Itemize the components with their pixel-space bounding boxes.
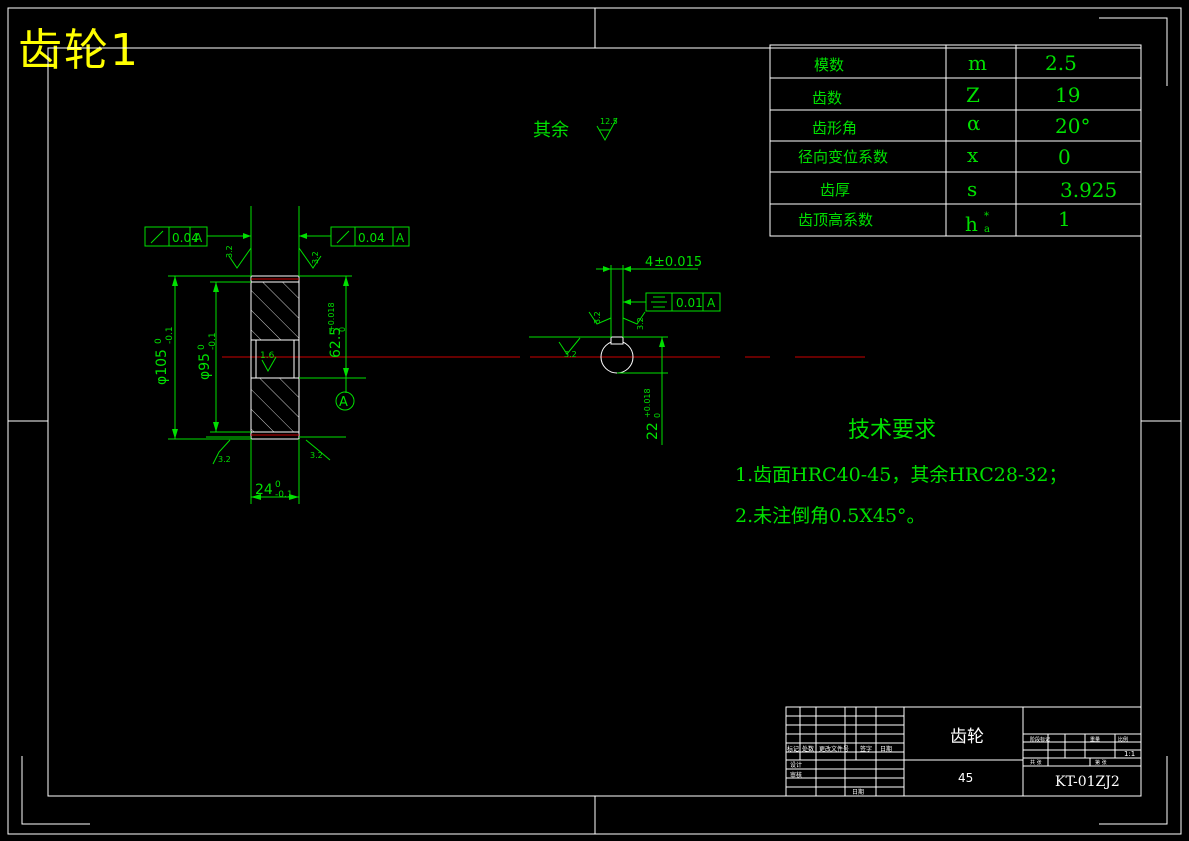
datum-circle-icon: [335, 391, 355, 411]
tech-requirements: 技术要求 1.齿面HRC40-45，其余HRC28-32； 2.未注倒角0.5X…: [735, 418, 1068, 527]
bore-dia-dim: 62.5: [328, 327, 344, 358]
col-label: 处数: [802, 745, 814, 753]
roughness-symbol-icon: [596, 117, 618, 142]
roughness-key-base: 3.2: [564, 350, 577, 359]
symmetry-value: 0.01: [676, 296, 703, 310]
param-value: 19: [1055, 83, 1080, 107]
tech-heading: 技术要求: [848, 418, 936, 443]
roughness-symbol-icon: [212, 247, 331, 465]
col-label: 标记: [787, 745, 799, 753]
param-row: 齿厚 s 3.925: [820, 177, 1117, 202]
right-label: 第 张: [1095, 759, 1107, 766]
right-label: 共 张: [1030, 759, 1042, 766]
roughness-bore: 1.6: [260, 351, 275, 361]
col-label: 日期: [880, 745, 892, 753]
param-symbol: x: [967, 143, 979, 167]
roughness-top-left: 3.2: [225, 245, 234, 258]
param-row: 齿形角 α 20°: [812, 111, 1090, 138]
outer-dia-lower: -0.1: [165, 326, 175, 344]
datum-label: A: [339, 395, 348, 410]
runout-right-value: 0.04: [358, 231, 385, 245]
key-width-dim: 4: [645, 255, 653, 270]
drawing-number: KT-01ZJ2: [1055, 774, 1120, 790]
root-dia-dim: φ95: [197, 353, 213, 380]
width-lower: -0.1: [275, 490, 293, 500]
surface-note-label: 其余: [533, 120, 569, 141]
param-value: 3.925: [1060, 178, 1117, 202]
row-label: 日期: [852, 788, 864, 796]
scale: 1:1: [1124, 750, 1135, 758]
param-value: 20°: [1055, 114, 1090, 138]
param-symbol: s: [967, 177, 977, 201]
drawing-title: 齿轮1: [18, 25, 140, 76]
param-row: 齿数 Z 19: [812, 83, 1080, 107]
param-name: 齿厚: [820, 181, 850, 199]
surface-note: 其余 12.5: [533, 117, 618, 142]
root-dia-lower: -0.1: [208, 332, 218, 350]
param-symbol: α: [967, 111, 981, 135]
roughness-key-left: 3.2: [593, 311, 602, 324]
key-depth-lower: 0: [653, 413, 662, 418]
param-row: 齿顶高系数 h * a 1: [798, 207, 1071, 236]
roughness-bottom-left: 3.2: [218, 455, 231, 464]
param-row: 径向变位系数 x 0: [798, 143, 1071, 169]
param-symbol-sub: a: [984, 224, 990, 235]
bore-dia-lower: 0: [338, 327, 347, 332]
param-name: 齿形角: [812, 119, 857, 137]
outer-dia-upper: 0: [154, 338, 164, 344]
runout-left-value: 0.04: [172, 231, 199, 245]
row-label: 审核: [790, 771, 802, 779]
tech-item: 1.齿面HRC40-45，其余HRC28-32；: [735, 464, 1068, 486]
root-dia-upper: 0: [197, 344, 207, 350]
param-row: 模数 m 2.5: [814, 51, 1077, 75]
sheet-border: [7, 7, 1182, 835]
right-label: 重量: [1090, 736, 1100, 743]
param-symbol-sup: *: [984, 211, 989, 222]
roughness-bottom-right: 3.2: [310, 451, 323, 460]
title-block: 齿轮 45 KT-01ZJ2 1:1 标记 处数 更改文件号 签字 日期 设计 …: [785, 706, 1142, 797]
param-symbol: Z: [966, 83, 980, 107]
symmetry-datum: A: [707, 296, 716, 310]
runout-left-datum: A: [194, 231, 203, 245]
key-depth-dim: 22: [645, 422, 661, 440]
param-symbol: m: [968, 51, 987, 75]
outer-dia-dim: φ105: [154, 349, 170, 385]
width-dim: 24: [255, 482, 273, 498]
param-value: 2.5: [1045, 51, 1077, 75]
gear-parameter-table: 模数 m 2.5 齿数 Z 19 齿形角 α 20° 径向变位系数 x 0 齿厚…: [769, 44, 1142, 237]
roughness-key-right: 3.2: [636, 317, 645, 330]
param-value: 0: [1058, 145, 1071, 169]
roughness-top-right: 3.2: [311, 251, 320, 264]
runout-right-datum: A: [396, 231, 405, 245]
param-name: 模数: [814, 56, 844, 74]
keyway-view: 4 ±0.015 0.01 A 22 +0.018 0 3.2 3.2 3.2: [529, 255, 721, 445]
width-upper: 0: [275, 480, 281, 490]
col-label: 更改文件号: [819, 745, 849, 753]
param-value: 1: [1058, 207, 1071, 231]
param-symbol: h: [965, 212, 978, 236]
bore-dia-upper: +0.018: [327, 302, 336, 332]
col-label: 签字: [860, 745, 872, 753]
roughness-symbol-icon: [558, 311, 646, 355]
param-name: 齿顶高系数: [798, 211, 873, 229]
param-name: 齿数: [812, 89, 842, 107]
param-name: 径向变位系数: [798, 148, 888, 166]
right-label: 比例: [1118, 736, 1128, 743]
surface-note-roughness: 12.5: [600, 117, 618, 126]
key-width-tol: ±0.015: [654, 255, 702, 270]
part-name: 齿轮: [950, 727, 984, 747]
material: 45: [958, 771, 973, 785]
key-depth-upper: +0.018: [643, 388, 652, 418]
right-label: 阶段标记: [1030, 736, 1050, 743]
row-label: 设计: [790, 761, 802, 769]
gear-section-view: φ105 0 -0.1 φ95 0 -0.1 62.5 +0.018 0 24 …: [144, 206, 410, 504]
tech-item: 2.未注倒角0.5X45°。: [735, 505, 926, 527]
